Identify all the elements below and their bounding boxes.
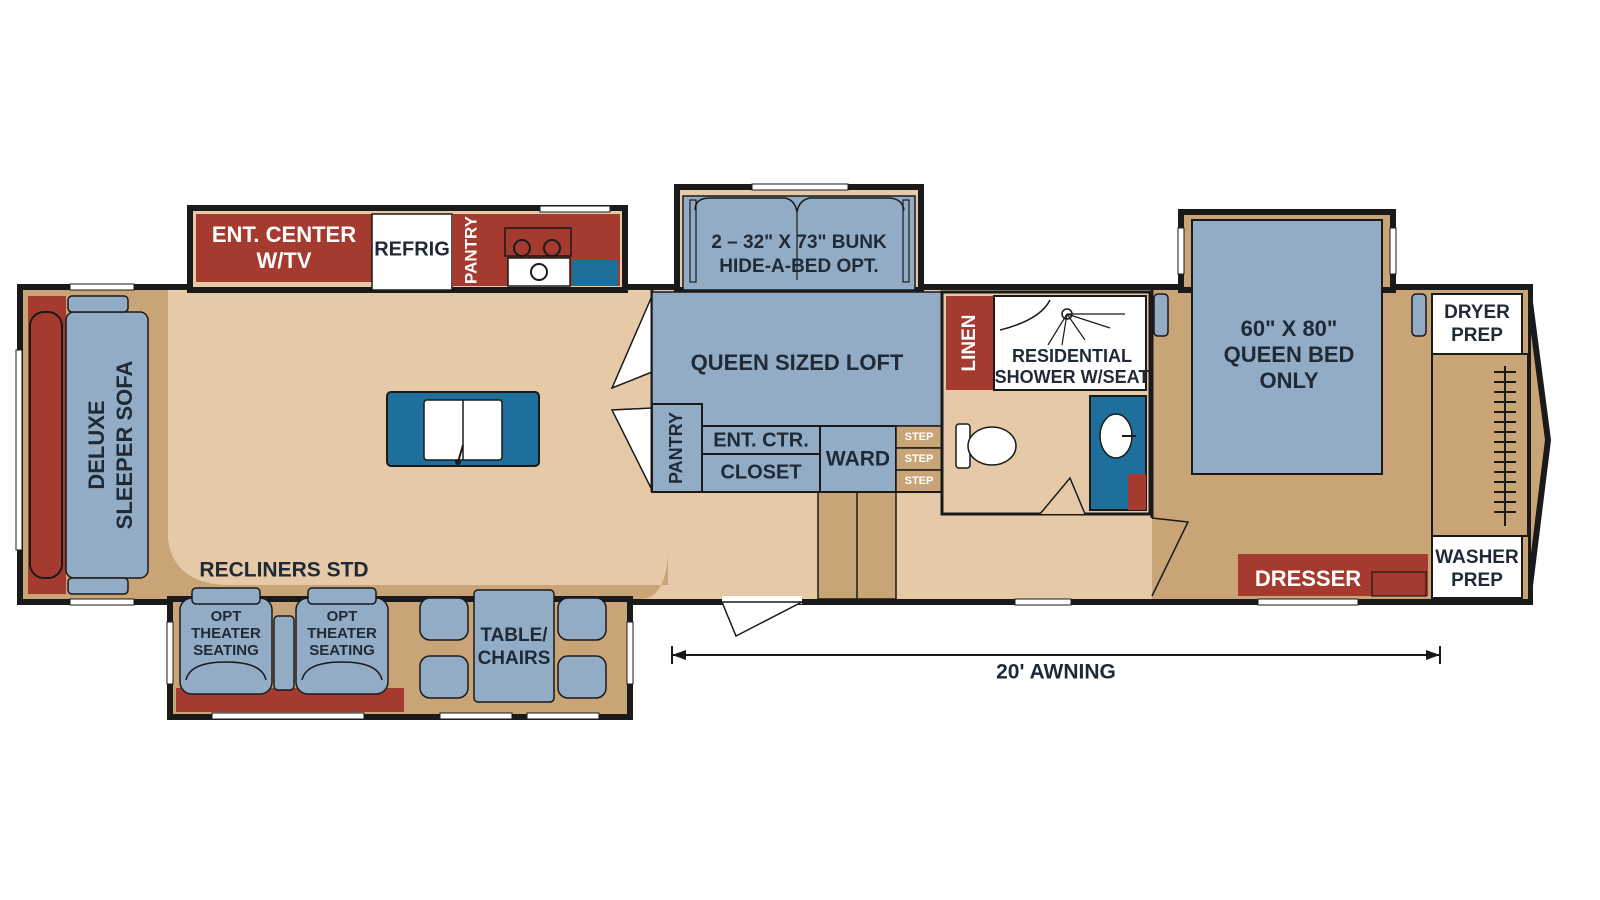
washer-label: WASHER	[1435, 547, 1519, 568]
table-sublabel: CHAIRS	[478, 648, 551, 669]
dining-chair	[557, 597, 607, 641]
washer-sublabel: PREP	[1451, 570, 1503, 591]
washer-prep	[1431, 535, 1523, 599]
mid-section: QUEEN SIZED LOFT PANTRY ENT. CTR. CLOSET…	[651, 291, 943, 600]
bunk-sublabel: HIDE-A-BED OPT.	[719, 256, 878, 277]
window	[626, 621, 634, 685]
bathroom-door	[1039, 476, 1086, 515]
sofa-label: DELUXE	[84, 400, 109, 489]
rear-window	[15, 349, 23, 551]
front-wardrobe	[1431, 353, 1529, 537]
microwave-dial-icon	[530, 263, 548, 281]
bunk-slideout: 2 – 32" X 73" BUNK HIDE-A-BED OPT.	[674, 183, 924, 293]
pantry-top-label: PANTRY	[461, 215, 480, 284]
queen-bed-sublabel: QUEEN BED	[1224, 342, 1355, 367]
theater-label-2: THEATER	[191, 625, 261, 642]
entry-door	[720, 596, 803, 638]
linen-closet	[946, 296, 994, 390]
kitchen-sink-cabinet	[572, 260, 618, 286]
ent-center-label: ENT. CENTER	[212, 222, 356, 247]
theater-label-1: OPT	[211, 608, 242, 625]
seat-armrest	[273, 615, 295, 691]
window	[69, 598, 135, 606]
bedroom-door	[1151, 517, 1190, 597]
queen-loft-label: QUEEN SIZED LOFT	[691, 350, 904, 375]
dining-chair	[557, 655, 607, 699]
window	[526, 712, 600, 720]
bunk-label: 2 – 32" X 73" BUNK	[711, 232, 887, 253]
residential-shower	[993, 295, 1147, 391]
window	[1177, 227, 1185, 275]
theater-label-3: SEATING	[193, 642, 259, 659]
dining-chair	[419, 655, 469, 699]
toilet-icon	[967, 426, 1017, 466]
microwave	[507, 257, 571, 287]
step-label: STEP	[905, 453, 934, 465]
step-label: STEP	[905, 475, 934, 487]
living-slideout: OPT THEATER SEATING OPT THEATER SEATING …	[166, 559, 634, 720]
theater-label-1: OPT	[327, 608, 358, 625]
theater-label-2: THEATER	[307, 625, 377, 642]
awning-dimension: 20' AWNING	[671, 646, 1441, 684]
nightstand	[1153, 293, 1169, 337]
window	[1389, 227, 1397, 275]
window	[1014, 598, 1072, 606]
sofa-sublabel: SLEEPER SOFA	[112, 361, 137, 530]
shower-sublabel: SHOWER W/SEAT	[995, 367, 1150, 387]
refrig-label: REFRIG	[374, 238, 450, 260]
window	[1257, 598, 1359, 606]
dryer-sublabel: PREP	[1451, 325, 1503, 346]
theater-seat: OPT THEATER SEATING	[295, 587, 389, 695]
shower-label: RESIDENTIAL	[1012, 346, 1132, 366]
window	[539, 205, 611, 213]
linen-label: LINEN	[959, 315, 980, 372]
theater-label-3: SEATING	[309, 642, 375, 659]
window	[439, 712, 513, 720]
pantry-mid-label: PANTRY	[666, 412, 686, 484]
shower-spray-icon	[1047, 313, 1125, 346]
window	[166, 621, 174, 685]
ent-ctr-label: ENT. CTR.	[713, 429, 809, 451]
closet	[701, 453, 821, 493]
refrigerator	[371, 213, 453, 291]
sleeper-sofa: DELUXE SLEEPER SOFA	[15, 283, 149, 606]
arrow-right-icon	[1426, 650, 1440, 660]
burner-icon	[543, 239, 561, 257]
queen-bed-label: 60" X 80"	[1241, 316, 1338, 341]
arrow-left-icon	[672, 650, 686, 660]
table-label: TABLE/	[480, 625, 548, 646]
pantry-top	[452, 214, 492, 286]
kitchen-slideout: ENT. CENTER W/TV REFRIG PANTRY	[187, 205, 628, 293]
step-label: STEP	[905, 431, 934, 443]
kitchen-island	[386, 391, 540, 467]
window	[211, 712, 365, 720]
recliners-label: RECLINERS STD	[199, 559, 368, 582]
pantry-mid	[651, 403, 703, 493]
entertainment-center-tv	[196, 214, 372, 282]
dining-table	[473, 589, 555, 703]
theater-seat: OPT THEATER SEATING	[179, 587, 273, 695]
window	[69, 283, 135, 291]
dresser-label: DRESSER	[1255, 566, 1361, 591]
queen-bed	[1191, 219, 1383, 475]
hangers-icon	[1494, 371, 1516, 513]
bedroom: 60" X 80" QUEEN BED ONLY DRYER PREP WASH…	[1150, 219, 1529, 606]
queen-bed-sublabel-2: ONLY	[1259, 368, 1318, 393]
ward-label: WARD	[826, 448, 890, 471]
nightstand	[1411, 293, 1427, 337]
closet-label: CLOSET	[720, 461, 801, 483]
ent-center-sublabel: W/TV	[257, 248, 312, 273]
dining-chair	[419, 597, 469, 641]
window	[751, 183, 849, 191]
awning-label: 20' AWNING	[996, 661, 1116, 684]
dryer-label: DRYER	[1444, 302, 1510, 323]
bathroom: LINEN RESIDENTIAL SHOWER W/SEAT	[940, 290, 1152, 516]
bunk-hide-a-bed	[682, 195, 916, 291]
burner-icon	[513, 239, 531, 257]
